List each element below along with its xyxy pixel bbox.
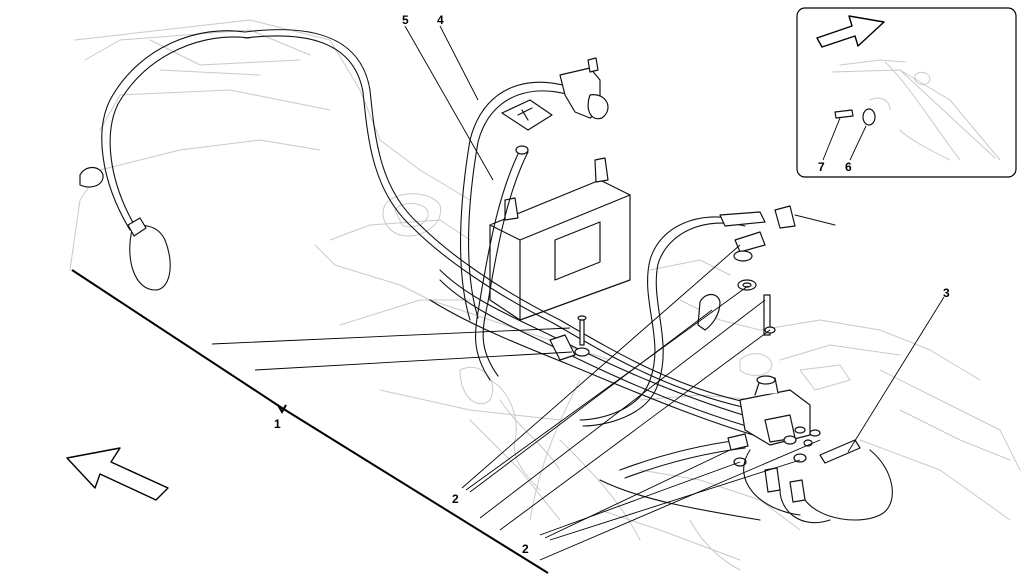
detail-inset (796, 7, 1017, 178)
fasteners-2 (549, 315, 590, 361)
callout-5: 5 (402, 13, 409, 27)
callout-4: 4 (437, 13, 444, 27)
battery (489, 157, 631, 321)
callout-2: 2 (522, 542, 529, 556)
battery-isolator-switch (599, 375, 893, 524)
callout-7: 7 (818, 160, 825, 174)
callout-2: 2 (452, 492, 459, 506)
direction-arrow-icon (66, 447, 169, 501)
leader-lines (71, 25, 945, 574)
battery-harness-1 (79, 29, 771, 441)
battery-cable-5 (475, 145, 529, 381)
callout-6: 6 (845, 160, 852, 174)
callout-labels: 1 2 2 3 4 5 6 7 (274, 13, 950, 556)
callout-1: 1 (274, 417, 281, 431)
callout-3: 3 (943, 286, 950, 300)
vehicle-body-outline (69, 19, 1021, 571)
direction-arrow-icon (816, 15, 885, 48)
isolator-control-cable (579, 205, 836, 427)
